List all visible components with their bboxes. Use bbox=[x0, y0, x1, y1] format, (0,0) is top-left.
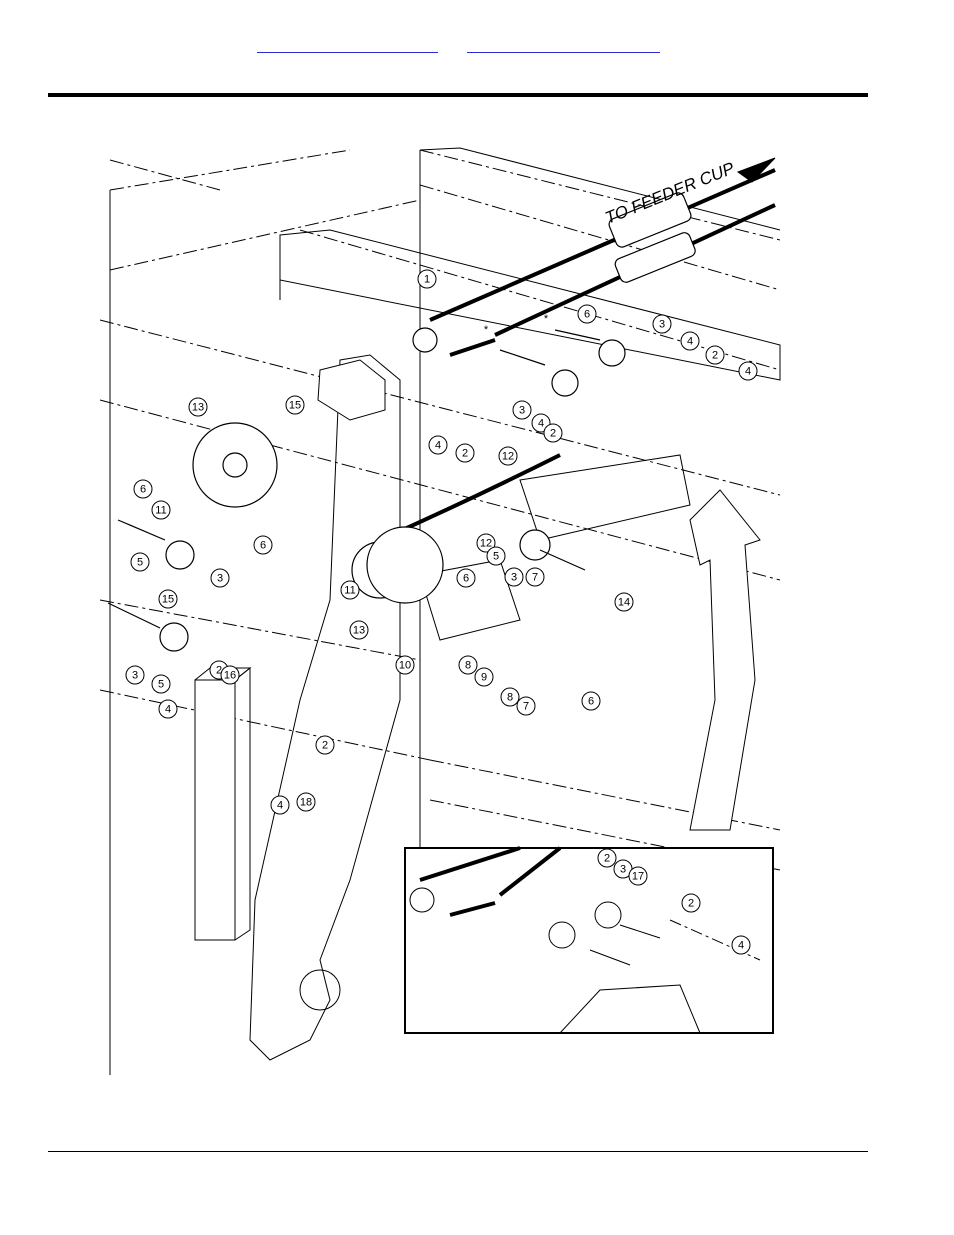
callout-number: 2 bbox=[550, 428, 556, 440]
callout-number: 15 bbox=[162, 594, 174, 606]
callout-number: 12 bbox=[502, 451, 514, 463]
callout-number: 6 bbox=[584, 309, 590, 321]
callout-number: 6 bbox=[260, 540, 266, 552]
callout-17: 17 bbox=[629, 867, 647, 885]
callout-number: 5 bbox=[158, 679, 164, 691]
callout-number: 15 bbox=[289, 400, 301, 412]
callout-number: 5 bbox=[493, 551, 499, 563]
callout-3: 3 bbox=[513, 401, 531, 419]
callout-number: 8 bbox=[465, 660, 471, 672]
callout-3: 3 bbox=[653, 315, 671, 333]
callout-11: 11 bbox=[152, 501, 170, 519]
callout-3: 3 bbox=[505, 568, 523, 586]
callout-5: 5 bbox=[487, 547, 505, 565]
callout-number: 6 bbox=[463, 573, 469, 585]
callout-14: 14 bbox=[615, 593, 633, 611]
callout-4: 4 bbox=[681, 332, 699, 350]
callout-number: 2 bbox=[604, 853, 610, 865]
callout-10: 10 bbox=[396, 656, 414, 674]
callout-number: 11 bbox=[344, 585, 355, 597]
callout-number: 7 bbox=[532, 572, 538, 584]
callout-number: 4 bbox=[435, 440, 441, 452]
callout-7: 7 bbox=[517, 697, 535, 715]
callout-number: 17 bbox=[632, 871, 644, 883]
callout-number: 4 bbox=[165, 704, 171, 716]
callout-6: 6 bbox=[582, 692, 600, 710]
callout-number: 2 bbox=[462, 448, 468, 460]
callout-1: 1 bbox=[418, 270, 436, 288]
callout-5: 5 bbox=[131, 553, 149, 571]
callout-number: 13 bbox=[353, 625, 365, 637]
callout-number: 2 bbox=[322, 740, 328, 752]
callout-number: 4 bbox=[745, 366, 751, 378]
callout-4: 4 bbox=[732, 936, 750, 954]
callout-number: 3 bbox=[511, 572, 517, 584]
inset-frame bbox=[405, 848, 773, 1033]
callout-2: 2 bbox=[544, 424, 562, 442]
callout-2: 2 bbox=[598, 849, 616, 867]
callout-number: 6 bbox=[140, 484, 146, 496]
callout-number: 5 bbox=[137, 557, 143, 569]
callout-number: 3 bbox=[519, 405, 525, 417]
callout-2: 2 bbox=[456, 444, 474, 462]
callout-3: 3 bbox=[126, 666, 144, 684]
footer-rule bbox=[48, 1151, 868, 1152]
callout-3: 3 bbox=[211, 569, 229, 587]
callout-5: 5 bbox=[152, 675, 170, 693]
callout-number: 7 bbox=[523, 701, 529, 713]
asterisk-2: * bbox=[544, 313, 549, 325]
callout-number: 4 bbox=[277, 800, 283, 812]
callout-number: 3 bbox=[620, 864, 626, 876]
callout-7: 7 bbox=[526, 568, 544, 586]
callout-number: 18 bbox=[300, 797, 312, 809]
callout-number: 4 bbox=[538, 418, 544, 430]
callout-16: 16 bbox=[221, 666, 239, 684]
asterisk-1: * bbox=[484, 324, 489, 336]
callout-6: 6 bbox=[254, 536, 272, 554]
callout-6: 6 bbox=[457, 569, 475, 587]
callout-number: 1 bbox=[424, 274, 430, 286]
callout-15: 15 bbox=[159, 590, 177, 608]
callout-number: 2 bbox=[712, 350, 718, 362]
callout-9: 9 bbox=[475, 668, 493, 686]
callout-4: 4 bbox=[739, 362, 757, 380]
callout-number: 10 bbox=[399, 660, 411, 672]
callout-6: 6 bbox=[578, 305, 596, 323]
callout-13: 13 bbox=[350, 621, 368, 639]
callout-4: 4 bbox=[159, 700, 177, 718]
callout-number: 6 bbox=[588, 696, 594, 708]
callout-number: 3 bbox=[659, 319, 665, 331]
callout-number: 3 bbox=[217, 573, 223, 585]
callout-15: 15 bbox=[286, 396, 304, 414]
callout-number: 16 bbox=[224, 670, 236, 682]
callout-2: 2 bbox=[706, 346, 724, 364]
callout-8: 8 bbox=[501, 688, 519, 706]
callout-2: 2 bbox=[682, 894, 700, 912]
callout-6: 6 bbox=[134, 480, 152, 498]
callout-number: 13 bbox=[192, 402, 204, 414]
callout-number: 4 bbox=[687, 336, 693, 348]
callout-number: 12 bbox=[480, 538, 492, 550]
callout-number: 3 bbox=[132, 670, 138, 682]
callout-8: 8 bbox=[459, 656, 477, 674]
callout-13: 13 bbox=[189, 398, 207, 416]
callout-number: 14 bbox=[618, 597, 630, 609]
callout-number: 11 bbox=[155, 505, 166, 517]
callout-number: 2 bbox=[688, 898, 694, 910]
callout-number: 8 bbox=[507, 692, 513, 704]
callout-12: 12 bbox=[499, 447, 517, 465]
callout-number: 4 bbox=[738, 940, 744, 952]
callout-4: 4 bbox=[271, 796, 289, 814]
callout-11: 11 bbox=[341, 581, 359, 599]
callout-18: 18 bbox=[297, 793, 315, 811]
callout-2: 2 bbox=[316, 736, 334, 754]
callout-4: 4 bbox=[429, 436, 447, 454]
callout-number: 9 bbox=[481, 672, 487, 684]
